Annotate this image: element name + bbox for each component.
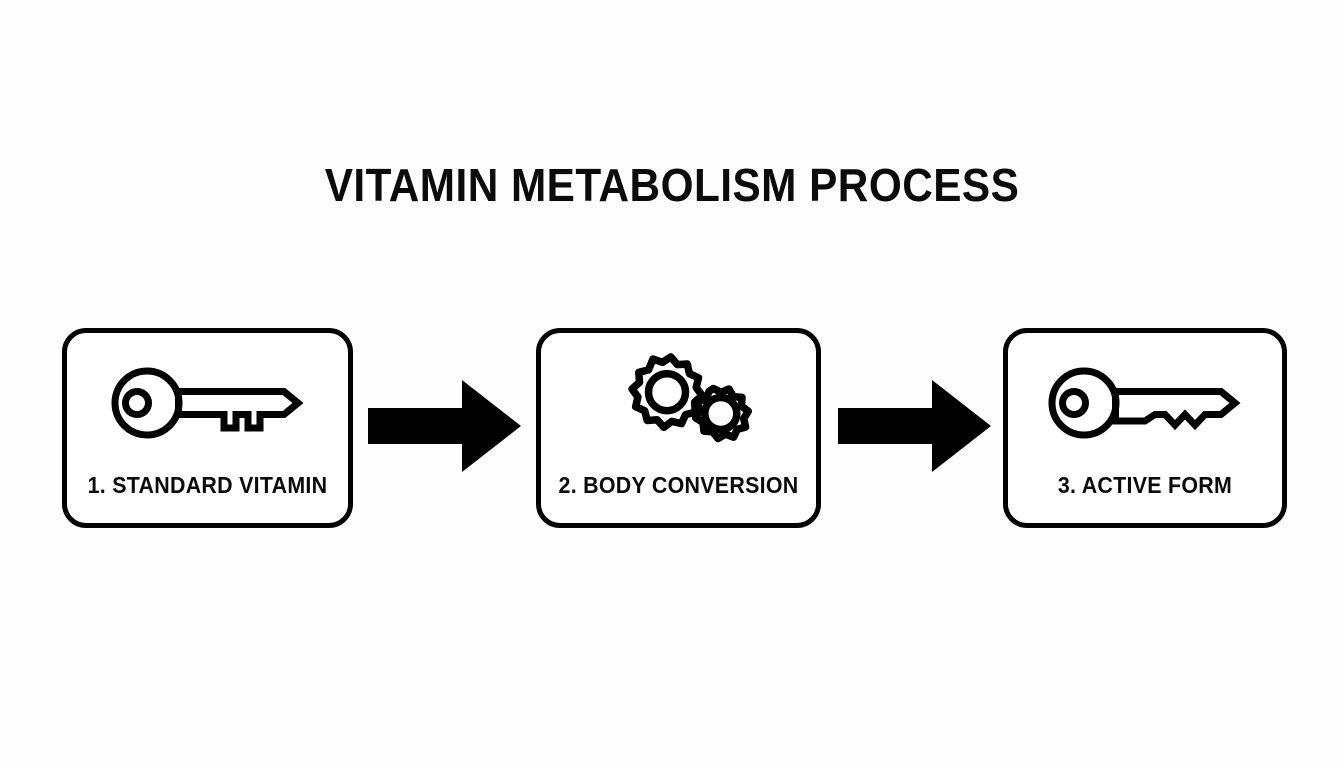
process-step-2[interactable]: 2. BODY CONVERSION [536, 328, 821, 528]
key-zigzag-icon [1008, 355, 1282, 451]
process-flow: 1. STANDARD VITAMIN [62, 328, 1287, 532]
page-title: VITAMIN METABOLISM PROCESS [324, 159, 1020, 211]
process-step-3-label: 3. ACTIVE FORM [1057, 472, 1233, 498]
key-icon [67, 355, 348, 451]
process-step-3[interactable]: 3. ACTIVE FORM [1003, 328, 1287, 528]
gears-icon [541, 353, 816, 451]
arrow-step1-to-step2 [368, 380, 521, 472]
process-step-2-label: 2. BODY CONVERSION [558, 472, 799, 498]
arrow-step2-to-step3 [838, 380, 991, 472]
process-step-1-label: 1. STANDARD VITAMIN [87, 472, 328, 498]
process-step-1[interactable]: 1. STANDARD VITAMIN [62, 328, 353, 528]
